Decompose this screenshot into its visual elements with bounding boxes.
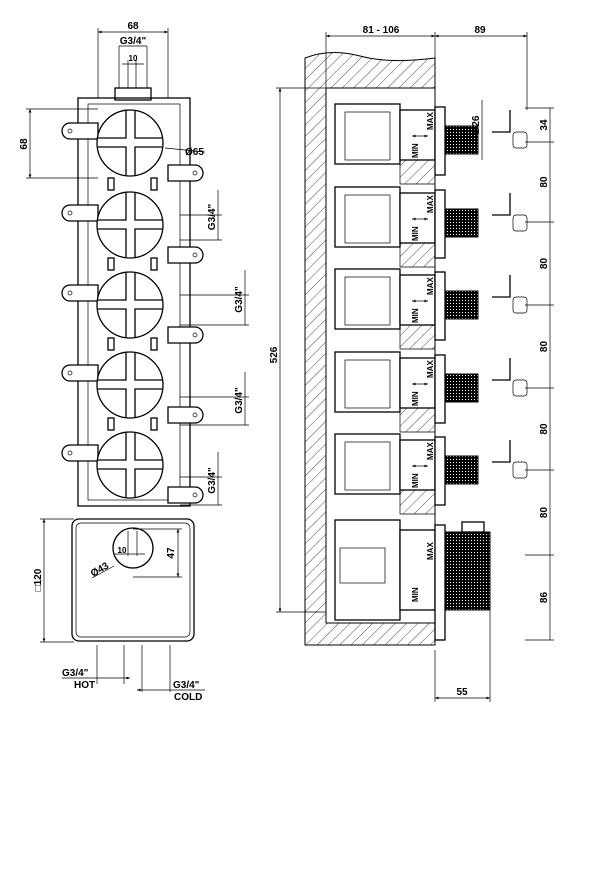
cross-handle-side-icon [492, 358, 511, 381]
side-valve-module: MAX MIN [334, 433, 528, 515]
handle-circle [96, 431, 164, 499]
max-label: MAX [426, 442, 435, 460]
handle-circle [96, 271, 164, 339]
max-label: MAX [426, 542, 435, 560]
side-valve-module: MAX MIN [334, 351, 528, 433]
side-valve-module: MAX MIN [334, 186, 528, 268]
cross-handle-icon [98, 273, 162, 337]
knurled-sleeve [444, 455, 479, 485]
handle-circle [96, 191, 164, 259]
cross-handle-side-icon [492, 110, 511, 133]
knurled-sleeve [444, 290, 479, 320]
dim-module-pitch: 68 [19, 138, 30, 150]
dim-outlet-thread: G3/4" [234, 286, 245, 313]
cross-handle-side-icon [492, 440, 511, 463]
knurled-sleeve [444, 208, 479, 238]
dim-inlet-offset: 10 [129, 54, 138, 63]
dim-total-height: 526 [269, 346, 280, 363]
cross-handle-side-icon [492, 193, 511, 216]
dim-knurl-diameter: Ø26 [471, 115, 482, 134]
side-view: MAX MIN MAX MIN MAX MIN MAX MIN MAX MIN MAX MIN 81 … [269, 25, 554, 702]
handle-circle [96, 351, 164, 419]
dim-vertical-segment: 80 [539, 176, 550, 188]
front-view: 68 G3/4" 10 68 Ø65 G3/4"G3/4"G3/4"G3/4" … [19, 21, 249, 703]
valve-module [61, 109, 204, 182]
dim-box-offset-vertical: 47 [166, 547, 177, 559]
dim-vertical-segment: 80 [539, 423, 550, 435]
side-valve-module: MAX MIN [334, 268, 528, 350]
min-label: MIN [411, 391, 420, 406]
dim-outlet-thread: G3/4" [207, 467, 218, 494]
hot-label: HOT [74, 680, 95, 691]
dim-vertical-segment: 86 [539, 592, 550, 604]
handle-circle [96, 109, 164, 177]
valve-module [61, 337, 204, 424]
dim-outlet-thread: G3/4" [234, 387, 245, 414]
dim-handle-diameter: Ø65 [185, 147, 204, 158]
cross-handle-icon [98, 433, 162, 497]
valve-module [61, 177, 204, 264]
dim-box-offset-horizontal: 10 [118, 546, 127, 555]
cold-label: COLD [174, 692, 202, 703]
valve-module [61, 417, 204, 504]
max-label: MAX [426, 112, 435, 130]
hot-thread-label: G3/4" [62, 668, 89, 679]
dim-outlet-thread: G3/4" [207, 204, 218, 231]
dim-width-top: 68 [127, 21, 139, 32]
dim-box-size: □120 [33, 568, 44, 591]
dim-vertical-segment: 80 [539, 258, 550, 270]
dim-vertical-segment: 80 [539, 507, 550, 519]
min-label: MIN [411, 587, 420, 602]
dim-vertical-segment: 34 [539, 119, 550, 131]
dim-projection: 89 [474, 25, 486, 36]
dim-vertical-segment: 80 [539, 341, 550, 353]
mixer-knob [444, 531, 491, 611]
min-label: MIN [411, 226, 420, 241]
max-label: MAX [426, 195, 435, 213]
knurled-sleeve [444, 125, 479, 155]
dim-inlet-thread-top: G3/4" [120, 36, 147, 47]
max-label: MAX [426, 360, 435, 378]
cold-thread-label: G3/4" [173, 680, 200, 691]
max-label: MAX [426, 277, 435, 295]
cross-handle-icon [98, 111, 162, 175]
min-label: MIN [411, 143, 420, 158]
cross-handle-icon [98, 193, 162, 257]
cross-handle-side-icon [492, 275, 511, 298]
dim-wall-depth: 81 - 106 [363, 25, 400, 36]
side-valve-module: MAX MIN [334, 103, 528, 185]
valve-module [61, 257, 204, 344]
mixer-module: MAX MIN [334, 519, 491, 641]
min-label: MIN [411, 473, 420, 488]
dim-knob-depth: 55 [456, 687, 468, 698]
min-label: MIN [411, 308, 420, 323]
cross-handle-icon [98, 353, 162, 417]
knurled-sleeve [444, 373, 479, 403]
